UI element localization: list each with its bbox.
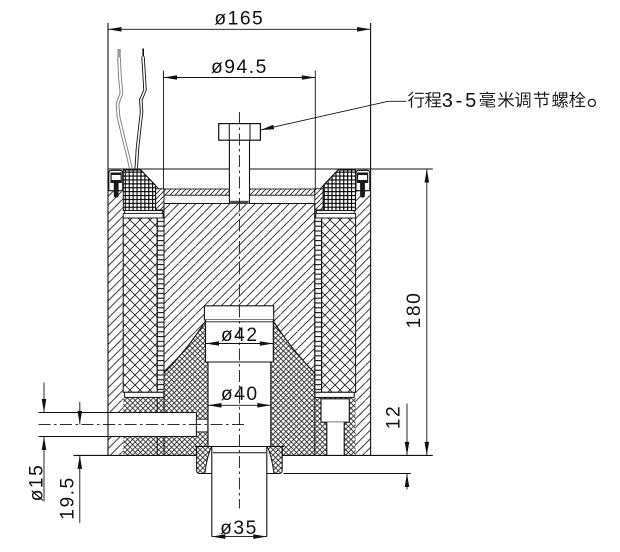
svg-text:19.5: 19.5 [57,476,78,520]
svg-text:ø165: ø165 [214,9,264,30]
svg-text:3-5: 3-5 [442,90,479,112]
svg-text:ø42: ø42 [221,325,259,346]
svg-text:12: 12 [383,405,404,429]
svg-text:180: 180 [404,292,425,329]
svg-text:ø94.5: ø94.5 [211,57,268,78]
svg-text:ø35: ø35 [220,518,258,539]
svg-text:ø15: ø15 [26,464,47,502]
svg-text:ø40: ø40 [221,384,259,405]
